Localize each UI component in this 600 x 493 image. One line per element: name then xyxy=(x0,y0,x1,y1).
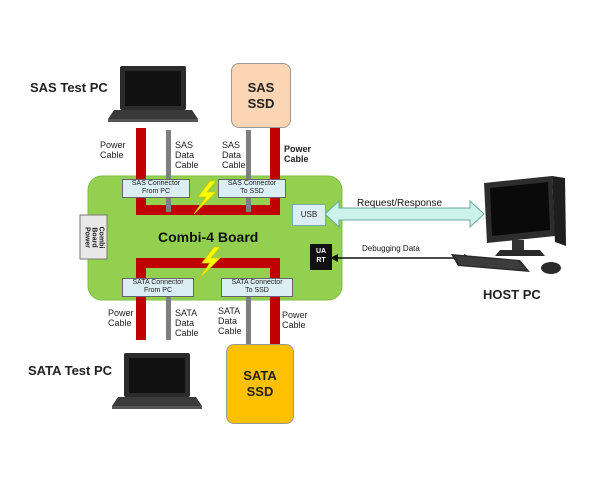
sata-test-pc-label: SATA Test PC xyxy=(28,363,113,378)
sas-connector-to-ssd: SAS Connector To SSD xyxy=(218,179,286,198)
lightning-icon-bottom xyxy=(197,246,221,281)
sata-data-cable-pc-line xyxy=(166,288,171,340)
sata-connector-from-pc-line2: From PC xyxy=(144,287,172,294)
sata-data-cable-pc-l3: Cable xyxy=(175,328,199,338)
sas-connector-to-ssd-line1: SAS Connector xyxy=(227,180,277,187)
sas-laptop-icon xyxy=(108,66,198,122)
sata-ssd-power-cable-l1: Power xyxy=(282,310,308,320)
sas-ssd-power-cable-l2: Cable xyxy=(284,154,309,164)
sas-data-cable-ssd-l1: SAS xyxy=(222,140,241,150)
sas-ssd-box: SAS SSD xyxy=(231,63,291,128)
sata-pc-power-cable-line xyxy=(136,258,146,340)
uart-label: UA RT xyxy=(310,247,332,265)
debugging-arrow-head-left xyxy=(330,254,338,262)
sata-pc-power-cable-l2: Cable xyxy=(108,318,132,328)
sas-data-cable-pc-l2: Data xyxy=(175,150,195,160)
board-title: Combi-4 Board xyxy=(158,229,259,245)
sas-pc-power-cable-label: Power Cable xyxy=(100,140,126,160)
sas-data-cable-pc-l3: Cable xyxy=(175,160,199,170)
sas-ssd-line1: SAS xyxy=(247,79,275,95)
sas-ssd-line2: SSD xyxy=(247,95,275,111)
data-cables xyxy=(166,130,251,344)
sas-connector-from-pc-line2: From PC xyxy=(142,188,170,195)
sata-ssd-power-cable-label: Power Cable xyxy=(282,310,308,330)
uart-label-line2: RT xyxy=(316,257,326,264)
sata-ssd-line2: SSD xyxy=(246,384,274,399)
sas-test-pc-label: SAS Test PC xyxy=(30,80,108,95)
sata-data-cable-pc-l1: SATA xyxy=(175,308,198,318)
sata-connector-to-ssd-line1: SATA Connector xyxy=(231,279,283,286)
usb-port-block: USB xyxy=(292,204,326,226)
sata-pc-power-cable-label: Power Cable xyxy=(108,308,134,328)
sas-ssd-power-cable-line xyxy=(270,128,280,214)
sata-data-cable-pc-l2: Data xyxy=(175,318,195,328)
uart-label-line1: UA xyxy=(315,248,327,255)
sata-data-cable-ssd-line xyxy=(246,288,251,344)
sas-pc-power-cable-l1: Power xyxy=(100,140,126,150)
sas-data-cable-pc-l1: SAS xyxy=(175,140,194,150)
request-response-arrow xyxy=(324,199,485,229)
sas-data-cable-ssd-l2: Data xyxy=(222,150,242,160)
request-response-label: Request/Response xyxy=(357,198,443,209)
board-power-line1: Combi xyxy=(97,226,104,248)
usb-label: USB xyxy=(300,210,318,219)
sas-ssd-power-cable-l1: Power xyxy=(284,144,312,154)
sata-connector-to-ssd: SATA Connector To SSD xyxy=(221,278,293,297)
board-power-label: Combi Board Power xyxy=(80,215,107,259)
sata-data-cable-ssd-label: SATA Data Cable xyxy=(218,306,242,336)
sas-data-cable-pc-line xyxy=(166,130,171,212)
sas-data-cable-pc-label: SAS Data Cable xyxy=(175,140,199,170)
sas-connector-from-pc: SAS Connector From PC xyxy=(122,179,190,198)
sas-ssd-power-cable-label: Power Cable xyxy=(284,144,311,164)
sas-connector-from-pc-line1: SAS Connector xyxy=(131,180,181,187)
sata-laptop-icon xyxy=(112,353,202,409)
sata-data-cable-ssd-l3: Cable xyxy=(218,326,242,336)
sas-data-cable-ssd-label: SAS Data Cable xyxy=(222,140,246,170)
board-power-block xyxy=(79,214,108,260)
sata-ssd-line1: SATA xyxy=(243,368,277,383)
host-pc-computer-icon xyxy=(451,176,566,274)
sas-pc-power-cable-line xyxy=(136,128,146,214)
sata-connector-from-pc-line1: SATA Connector xyxy=(132,279,184,286)
sata-ssd-power-cable-l2: Cable xyxy=(282,320,306,330)
sata-data-cable-ssd-l2: Data xyxy=(218,316,238,326)
board-power-line3: Power xyxy=(83,226,90,248)
sata-data-cable-ssd-l1: SATA xyxy=(218,306,241,316)
uart-block xyxy=(310,244,332,270)
sata-data-cable-pc-label: SATA Data Cable xyxy=(175,308,199,338)
host-pc-label: HOST PC xyxy=(483,287,541,302)
sas-power-link xyxy=(136,205,280,215)
sas-connector-to-ssd-line2: To SSD xyxy=(240,188,264,195)
sas-pc-power-cable-l2: Cable xyxy=(100,150,124,160)
lightning-icon-top xyxy=(193,180,217,215)
sata-pc-power-cable-l1: Power xyxy=(108,308,134,318)
sas-data-cable-ssd-line xyxy=(246,130,251,212)
sata-connector-from-pc: SATA Connector From PC xyxy=(122,278,194,297)
debugging-data-label: Debugging Data xyxy=(362,244,420,253)
sata-ssd-box: SATA SSD xyxy=(226,344,294,424)
sas-data-cable-ssd-l3: Cable xyxy=(222,160,246,170)
board-power-line2: Board xyxy=(90,226,97,248)
sata-ssd-power-cable-line xyxy=(270,258,280,344)
sata-connector-to-ssd-line2: To SSD xyxy=(245,287,269,294)
